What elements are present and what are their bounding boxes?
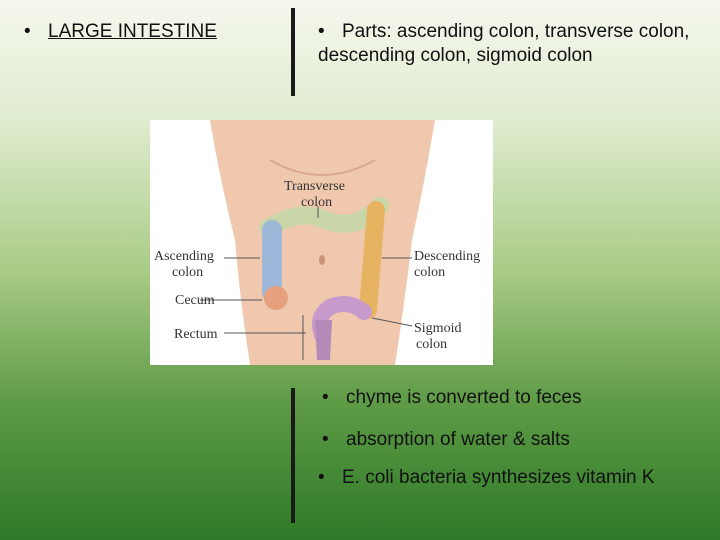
- cecum-shape: [264, 286, 288, 310]
- transverse-colon-shape: [259, 197, 389, 237]
- navel: [319, 255, 325, 265]
- label-transverse-colon: colon: [301, 195, 332, 210]
- label-cecum: Cecum: [175, 293, 215, 308]
- chest-line: [269, 159, 376, 176]
- label-ascending: Ascending: [154, 249, 214, 264]
- point-absorption: • absorption of water & salts: [322, 428, 570, 452]
- label-ascending-colon: colon: [172, 265, 203, 280]
- heading-text: LARGE INTESTINE: [48, 21, 217, 42]
- label-descending-colon: colon: [414, 265, 445, 280]
- anatomy-drawing: Transverse colon Ascending colon Descend…: [154, 120, 480, 365]
- bullet-icon: •: [24, 21, 31, 42]
- bullet-icon: •: [318, 467, 325, 488]
- rectum-shape: [315, 320, 332, 360]
- point-text: E. coli bacteria synthesizes vitamin K: [342, 467, 655, 488]
- bullet-icon: •: [322, 387, 329, 408]
- large-intestine-illustration: Transverse colon Ascending colon Descend…: [150, 120, 493, 365]
- label-sigmoid-colon: colon: [416, 337, 447, 352]
- bullet-icon: •: [318, 21, 325, 42]
- point-vitamin-k: • E. coli bacteria synthesizes vitamin K: [318, 466, 678, 490]
- point-feces: • chyme is converted to feces: [322, 386, 582, 410]
- label-rectum: Rectum: [174, 327, 218, 342]
- point-text: chyme is converted to feces: [346, 387, 582, 408]
- divider-bar-bottom: [291, 388, 295, 523]
- descending-colon-shape: [359, 201, 385, 319]
- parts-bullet: •Parts: ascending colon, transverse colo…: [318, 20, 708, 68]
- point-text: absorption of water & salts: [346, 429, 570, 450]
- label-sigmoid: Sigmoid: [414, 321, 461, 336]
- bullet-icon: •: [322, 429, 329, 450]
- slide-heading: • LARGE INTESTINE: [24, 20, 217, 44]
- parts-text: Parts: ascending colon, transverse colon…: [318, 21, 690, 66]
- label-descending: Descending: [414, 249, 480, 264]
- divider-bar-top: [291, 8, 295, 96]
- label-transverse: Transverse: [284, 179, 345, 194]
